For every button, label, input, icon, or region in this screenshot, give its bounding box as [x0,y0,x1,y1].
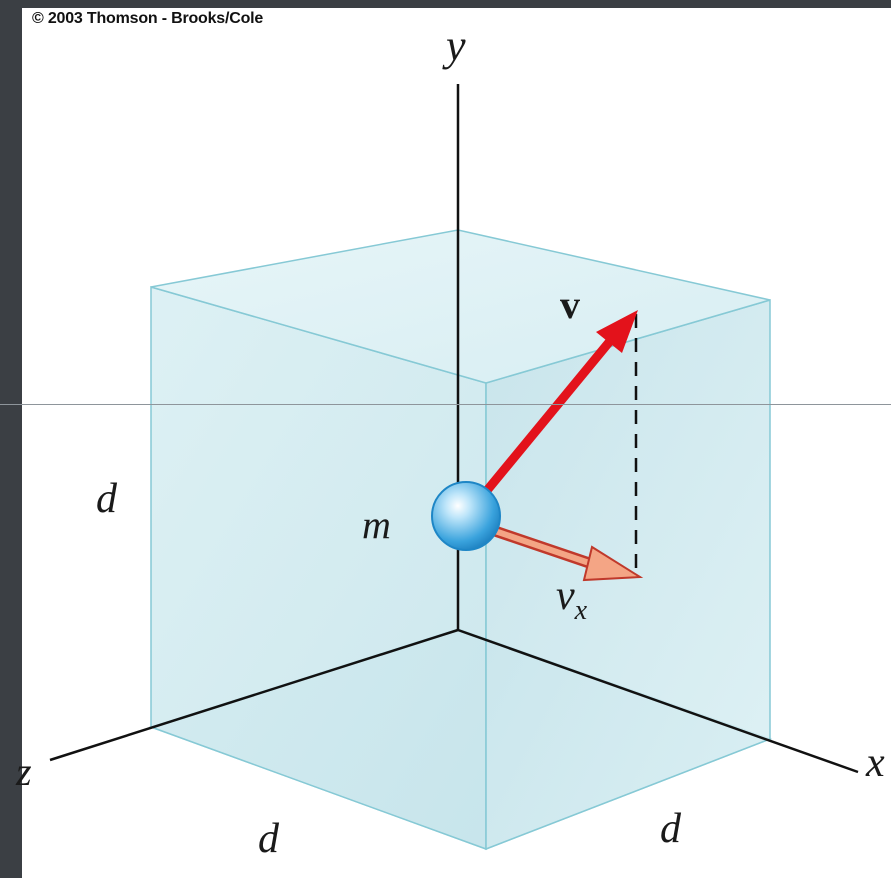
side-length-label-left: d [96,476,117,522]
velocity-arrow-shaft [471,332,619,508]
x-axis-label: x [866,740,885,786]
cube-front-face [150,286,487,851]
mass-sphere [431,481,501,551]
side-length-label-bottom-right: d [660,806,681,852]
vx-arrow-head [582,545,644,582]
z-axis-label: z [16,749,32,794]
x-axis [457,628,859,774]
velocity-x-subscript: x [574,595,588,626]
side-length-label-bottom-left: d [258,816,279,862]
z-axis [49,628,459,762]
copyright-notice: © 2003 Thomson - Brooks/Cole [32,10,264,27]
slide-divider-line [0,404,891,405]
velocity-arrow-head [596,310,638,353]
velocity-x-base: v [556,573,575,619]
y-axis-label: y [446,21,466,70]
vx-arrow-shaft [491,527,605,571]
mass-label: m [362,502,391,547]
velocity-label: v [560,282,580,327]
velocity-x-label: vx [556,575,587,625]
